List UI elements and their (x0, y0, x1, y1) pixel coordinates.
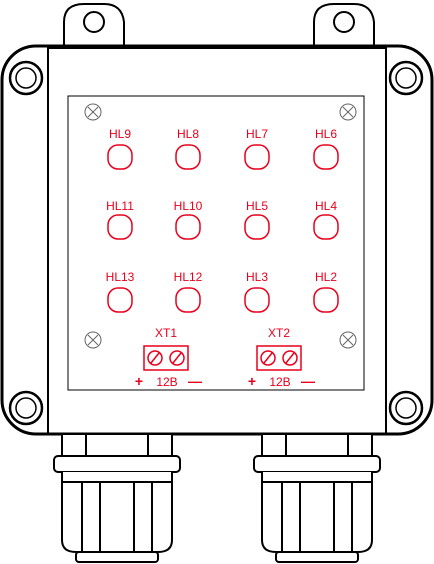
indicator-lamp-icon (107, 214, 133, 240)
cable-gland-left (53, 433, 181, 563)
indicator-hl6: HL6 (313, 127, 339, 170)
indicator-hl11: HL11 (106, 199, 134, 240)
indicator-label: HL10 (174, 199, 203, 213)
indicator-lamp-icon (175, 144, 201, 170)
terminal-screw-icon (169, 350, 185, 366)
indicator-label: HL13 (106, 270, 135, 284)
indicator-lamp-icon (175, 214, 201, 240)
terminal-block-xt1: XT1 +12В — (135, 326, 202, 389)
terminal-label: XT2 (268, 326, 290, 340)
corner-screws (8, 60, 424, 426)
indicator-lamp-icon (107, 144, 133, 170)
indicator-hl8: HL8 (175, 127, 201, 170)
polarity-plus: + (248, 373, 256, 389)
indicator-label: HL4 (315, 199, 337, 213)
indicator-lamp-icon (313, 214, 339, 240)
indicator-label: HL3 (246, 270, 268, 284)
cable-gland-right (253, 433, 381, 563)
polarity-plus: + (135, 373, 143, 389)
terminal-screw-icon (147, 350, 163, 366)
indicator-lamp-icon (244, 144, 270, 170)
indicator-label: HL12 (174, 270, 203, 284)
indicator-hl7: HL7 (244, 127, 270, 170)
indicator-label: HL2 (315, 270, 337, 284)
voltage-label: 12В (156, 375, 177, 389)
indicator-hl10: HL10 (174, 199, 203, 240)
indicator-lamp-icon (107, 287, 133, 313)
top-left-mounting-ear (63, 3, 125, 47)
indicator-lamp-icon (175, 287, 201, 313)
voltage-label: 12В (269, 375, 290, 389)
indicator-label: HL11 (106, 199, 134, 213)
indicator-hl3: HL3 (244, 270, 270, 313)
indicator-lamp-icon (244, 214, 270, 240)
indicator-label: HL6 (315, 127, 337, 141)
indicator-label: HL8 (177, 127, 199, 141)
indicator-label: HL7 (246, 127, 268, 141)
terminal-housing (256, 345, 302, 371)
top-right-mounting-ear (313, 3, 375, 47)
indicator-label: HL9 (109, 127, 131, 141)
terminal-label: XT1 (155, 326, 177, 340)
indicator-lamp-icon (313, 287, 339, 313)
indicator-lamp-icon (313, 144, 339, 170)
terminal-screw-icon (282, 350, 298, 366)
indicator-hl4: HL4 (313, 199, 339, 240)
indicator-hl13: HL13 (106, 270, 135, 313)
indicator-hl9: HL9 (107, 127, 133, 170)
terminal-housing (143, 345, 189, 371)
polarity-minus: — (301, 373, 315, 389)
indicator-label: HL5 (246, 199, 268, 213)
panel-screws (84, 103, 357, 349)
terminal-block-xt2: XT2 +12В — (248, 326, 315, 389)
indicator-lamp-icon (244, 287, 270, 313)
terminal-screw-icon (260, 350, 276, 366)
terminal-blocks: XT1 +12В — XT2 +12В — (135, 326, 315, 389)
polarity-minus: — (188, 373, 202, 389)
indicator-hl12: HL12 (174, 270, 203, 313)
indicator-hl5: HL5 (244, 199, 270, 240)
indicator-hl2: HL2 (313, 270, 339, 313)
